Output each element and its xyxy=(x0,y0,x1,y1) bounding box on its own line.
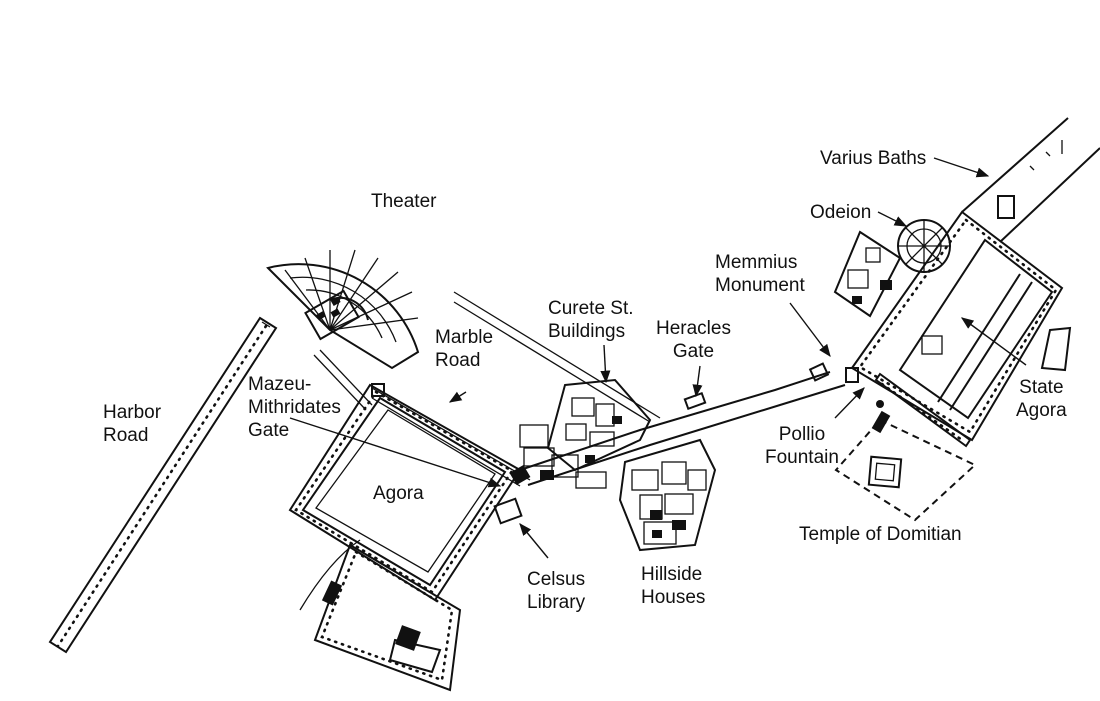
memmius-monument-plan xyxy=(808,362,830,382)
celsus-library-plan xyxy=(493,464,531,525)
label-marble-road: Marble Road xyxy=(435,327,494,371)
misc-features xyxy=(876,326,1072,408)
label-agora: Agora xyxy=(373,483,424,504)
label-heracles-gate: Heracles Gate xyxy=(656,318,731,362)
label-arrows xyxy=(289,157,1027,559)
curete-buildings-plan xyxy=(519,378,652,489)
temple-domitian-plan xyxy=(834,410,977,522)
label-odeion: Odeion xyxy=(810,202,872,223)
hillside-houses-plan xyxy=(618,438,717,552)
label-hillside-houses: Hillside Houses xyxy=(641,564,706,608)
label-harbor-road: Harbor Road xyxy=(103,402,162,446)
label-theater: Theater xyxy=(371,191,437,212)
varius-baths-plan xyxy=(961,117,1100,243)
label-mazeu-mithridates-gate: Mazeu- Mithridates Gate xyxy=(248,374,341,441)
label-celsus-library: Celsus Library xyxy=(527,569,586,613)
label-memmius-monument: Memmius Monument xyxy=(715,252,805,296)
label-state-agora: State Agora xyxy=(1016,377,1067,421)
label-temple-of-domitian: Temple of Domitian xyxy=(799,524,962,545)
harbor-road-plan xyxy=(48,316,278,654)
label-pollio-fountain: Pollio Fountain xyxy=(765,424,839,468)
label-varius-baths: Varius Baths xyxy=(820,148,927,169)
odeion-plan xyxy=(833,219,951,318)
state-agora-plan xyxy=(845,210,1064,448)
theater-plan xyxy=(266,249,420,370)
label-curete-st-buildings: Curete St. Buildings xyxy=(548,298,634,342)
heracles-gate-plan xyxy=(683,391,707,411)
agora-plan xyxy=(288,383,522,692)
